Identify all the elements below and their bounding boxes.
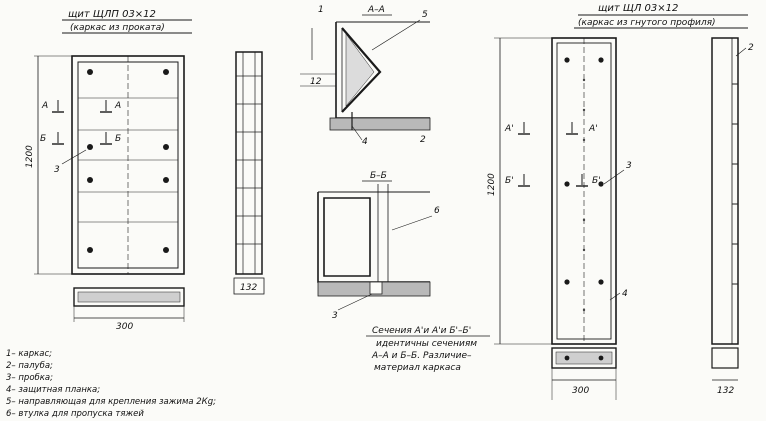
left-cut-b-label-right: Б bbox=[115, 134, 121, 144]
left-cut-a-label-right: А bbox=[114, 101, 121, 111]
section-bb-plug bbox=[369, 281, 383, 295]
legend-item-5: 5– направляющая для крепления зажима 2Кg… bbox=[6, 397, 216, 407]
right-panel-title: щит ЩЛ 03×12 bbox=[598, 3, 678, 14]
section-aa-deck bbox=[329, 117, 431, 131]
note-line-4: материал каркаса bbox=[374, 363, 461, 373]
right-cut-a-label-right: А' bbox=[588, 124, 598, 134]
right-panel-subtitle: (каркас из гнутого профиля) bbox=[578, 18, 716, 28]
right-panel-group: щит ЩЛ 03×12 (каркас из гнутого профиля)… bbox=[487, 3, 754, 400]
left-panel-subtitle: (каркас из проката) bbox=[70, 23, 165, 33]
note-line-3: А–А и Б–Б. Различие– bbox=[371, 351, 472, 361]
note-line-1: Сечения А'и А'и Б'–Б' bbox=[372, 326, 471, 336]
left-panel-title: щит ЩЛП 03×12 bbox=[68, 9, 156, 20]
section-aa-title: А–А bbox=[367, 5, 385, 15]
left-cut-a-label: А bbox=[41, 101, 48, 111]
sections-note: Сечения А'и А'и Б'–Б' идентичны сечениям… bbox=[366, 326, 490, 373]
section-aa-group: А–А 1 5 12 4 2 bbox=[300, 5, 431, 147]
right-panel-side-view bbox=[711, 37, 739, 345]
right-callout-3: 3 bbox=[626, 161, 632, 171]
legend: 1– каркас; 2– палуба; 3– пробка; 4– защи… bbox=[6, 349, 216, 419]
section-bb-group: Б–Б 6 3 bbox=[317, 171, 440, 321]
section-aa-callout-5: 5 bbox=[422, 10, 428, 20]
section-bb-profile bbox=[323, 197, 371, 277]
left-panel-group: щит ЩЛП 03×12 (каркас из проката) 1200 А bbox=[25, 9, 265, 332]
section-bb-title: Б–Б bbox=[370, 171, 387, 181]
section-bb-callout-6: 6 bbox=[434, 206, 440, 216]
note-line-2: идентичны сечениям bbox=[376, 339, 477, 349]
section-aa-callout-1: 1 bbox=[318, 5, 324, 15]
legend-item-1: 1– каркас; bbox=[6, 349, 52, 359]
section-aa-callout-4: 4 bbox=[362, 137, 368, 147]
left-panel-width-dim: 300 bbox=[116, 322, 133, 332]
legend-item-2: 2– палуба; bbox=[6, 361, 53, 371]
left-panel-side-view bbox=[235, 51, 263, 275]
section-bb-callout-3: 3 bbox=[332, 311, 338, 321]
left-panel-plugs bbox=[87, 69, 169, 253]
right-cut-a-label: А' bbox=[504, 124, 514, 134]
section-aa-dim-12: 12 bbox=[310, 77, 322, 87]
legend-item-3: 3– пробка; bbox=[6, 373, 53, 383]
section-aa-guide-triangle bbox=[341, 27, 382, 113]
right-callout-4: 4 bbox=[622, 289, 628, 299]
right-panel-bottom-view bbox=[551, 347, 617, 369]
right-panel-depth-dim: 132 bbox=[717, 386, 734, 396]
right-panel-width-dim: 300 bbox=[572, 386, 589, 396]
right-cut-b-label-right: Б' bbox=[592, 176, 601, 186]
legend-item-6: 6– втулка для пропуска тяжей bbox=[6, 409, 144, 419]
legend-item-4: 4– защитная планка; bbox=[6, 385, 100, 395]
left-panel-height-dim: 1200 bbox=[25, 145, 35, 168]
right-callout-2: 2 bbox=[748, 43, 754, 53]
right-panel-plugs bbox=[564, 57, 604, 285]
left-callout-3: 3 bbox=[54, 165, 60, 175]
left-panel-bottom-view bbox=[73, 287, 185, 307]
right-panel-height-dim: 1200 bbox=[487, 173, 497, 196]
section-aa-callout-2: 2 bbox=[420, 135, 426, 145]
right-cut-b-label: Б' bbox=[505, 176, 514, 186]
left-cut-b-label: Б bbox=[40, 134, 46, 144]
left-panel-depth-dim: 132 bbox=[240, 283, 257, 293]
